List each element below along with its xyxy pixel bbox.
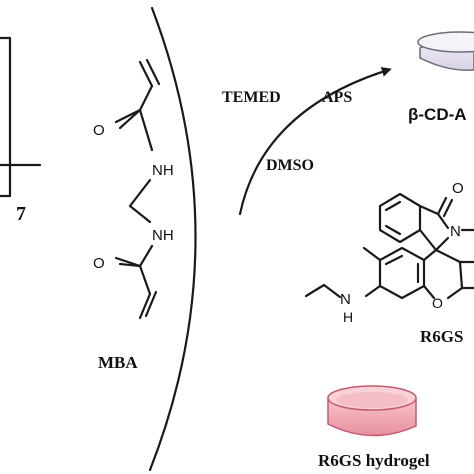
- r6g-amine-nitrogen: N: [340, 291, 351, 308]
- r6g-lactam-nitrogen: N: [450, 223, 461, 240]
- r6g-amine-hydrogen: H: [343, 309, 353, 325]
- dmso-label: DMSO: [266, 157, 314, 174]
- amide-nh-1: NH: [152, 162, 174, 179]
- beta-cd-label: β-CD-A: [408, 105, 467, 124]
- aps-label: APS: [322, 89, 352, 106]
- mba-structure: O NH NH O: [93, 58, 174, 320]
- carbonyl-oxygen-2: O: [93, 255, 105, 272]
- temed-label: TEMED: [222, 89, 281, 106]
- r6gs-label: R6GS: [420, 327, 463, 346]
- r6gs-structure: O N O N H: [304, 180, 474, 325]
- r6gs-hydrogel-dish: [327, 385, 417, 437]
- r6g-lactam-oxygen: O: [452, 180, 464, 197]
- carbonyl-oxygen-1: O: [93, 122, 105, 139]
- r6gs-hydrogel-label: R6GS hydrogel: [318, 451, 430, 470]
- mba-label: MBA: [98, 353, 138, 372]
- beta-cd-hydrogel-dish: [417, 31, 474, 71]
- curved-divider: [148, 6, 197, 472]
- amide-nh-2: NH: [152, 227, 174, 244]
- reaction-arrow: [238, 67, 392, 216]
- polymer-repeat-bracket: [0, 36, 42, 198]
- repeat-count-label: 7: [16, 203, 26, 225]
- r6g-ring-oxygen: O: [432, 295, 443, 311]
